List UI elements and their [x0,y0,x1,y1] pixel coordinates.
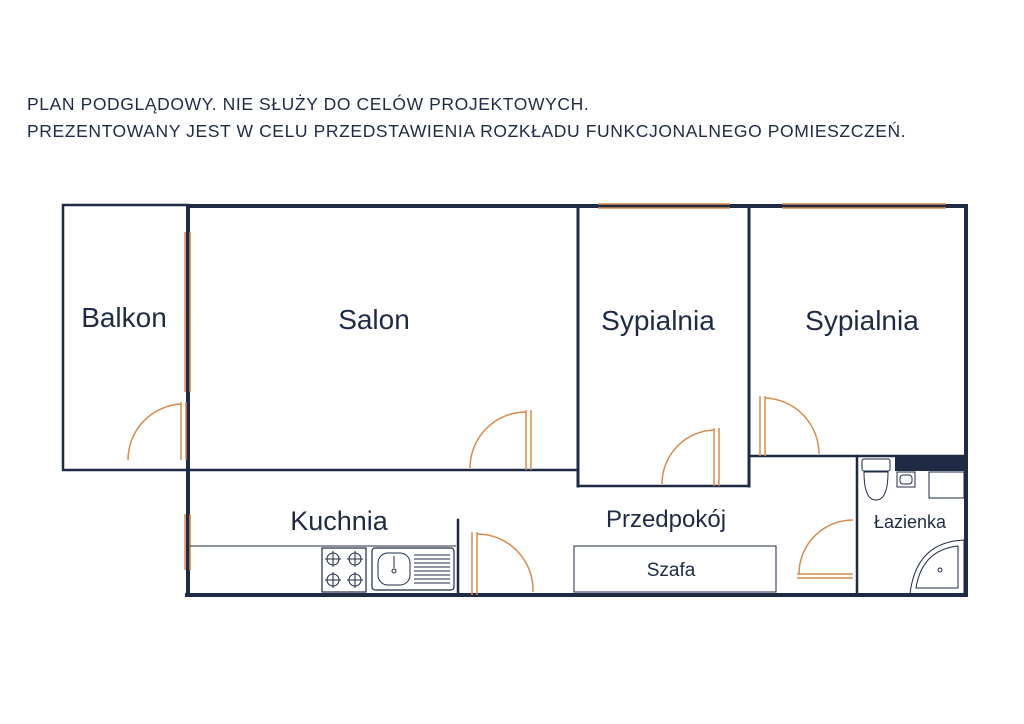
room-label-sypialnia-1: Sypialnia [601,305,715,336]
room-label-balkon: Balkon [81,302,167,333]
door-salon [469,410,532,470]
room-label-kuchnia: Kuchnia [290,506,389,536]
windows [184,203,946,570]
room-label-salon: Salon [338,304,410,335]
balkon-outline [61,203,190,472]
window-salon-balkon [184,232,191,392]
door-bathroom [797,519,854,579]
door-balkon [127,402,187,461]
walls [61,203,968,597]
corner-bathtub-icon [909,539,965,595]
room-label-lazienka: Łazienka [874,512,947,532]
bathroom-fixtures [861,458,965,595]
window-bedroom-2 [782,203,946,209]
disclaimer: PLAN PODGLĄDOWY. NIE SŁUŻY DO CELÓW PROJ… [27,91,906,145]
door-bedroom-2 [759,396,820,456]
bathroom-shaft [895,456,966,471]
stove-icon [321,547,367,593]
toilet-icon [861,458,891,501]
sink-icon [371,547,455,591]
bathroom-cabinet [928,471,965,499]
disclaimer-line-2: PREZENTOWANY JEST W CELU PRZEDSTAWIENIA … [27,121,907,141]
doors [127,396,854,595]
window-bedroom-1 [598,203,730,209]
room-label-sypialnia-2: Sypialnia [805,305,919,336]
kitchen-counter [190,545,456,593]
washbasin-icon [896,471,916,488]
room-label-przedpokoj: Przedpokój [606,506,726,533]
wardrobe-outline [573,545,777,593]
disclaimer-line-1: PLAN PODGLĄDOWY. NIE SŁUŻY DO CELÓW PROJ… [27,94,590,114]
door-kitchen [471,532,534,595]
door-bedroom-1 [661,428,720,486]
room-label-szafa: Szafa [647,560,696,581]
window-kitchen [184,514,191,570]
